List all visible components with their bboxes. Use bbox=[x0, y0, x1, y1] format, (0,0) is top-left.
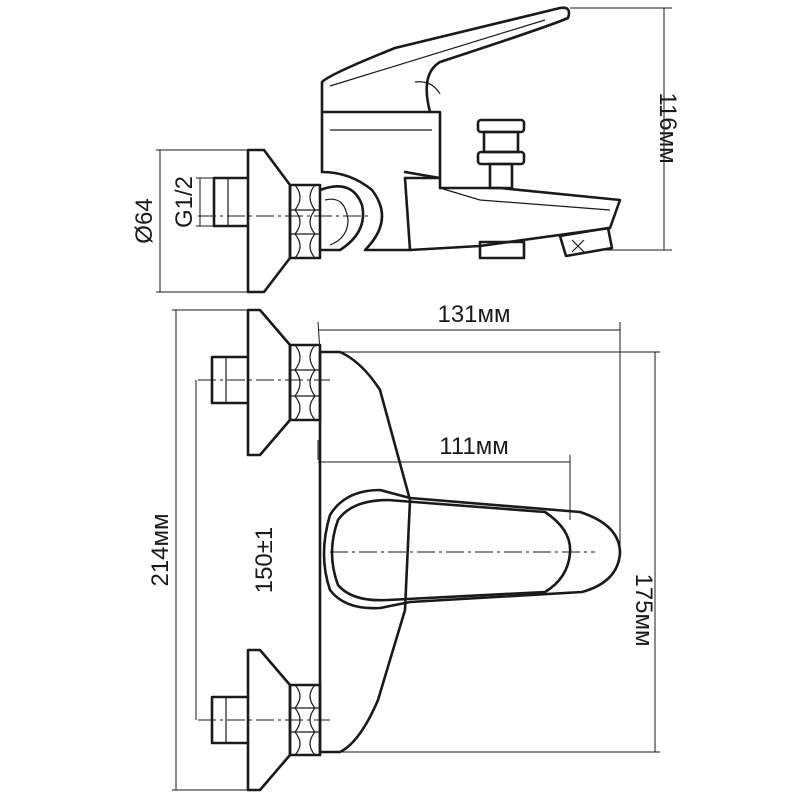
front-view bbox=[172, 308, 660, 792]
side-view bbox=[156, 6, 672, 294]
front-upper-flange bbox=[246, 308, 292, 457]
side-eccentric bbox=[318, 185, 365, 252]
label-diameter: Ø64 bbox=[131, 198, 158, 243]
front-body bbox=[318, 350, 412, 754]
label-width-handle: 111мм bbox=[439, 433, 508, 460]
side-inlet-nipple bbox=[212, 176, 250, 228]
side-wall-flange bbox=[246, 148, 292, 294]
label-height-body: 175мм bbox=[630, 573, 657, 646]
label-height-top: 116мм bbox=[654, 92, 681, 163]
label-thread: G1/2 bbox=[171, 176, 198, 228]
label-height-total: 214мм bbox=[147, 513, 174, 586]
label-center-distance: 150±1 bbox=[251, 527, 278, 594]
front-handle bbox=[322, 488, 622, 610]
front-upper-nut bbox=[288, 343, 322, 422]
side-diverter-knob bbox=[476, 118, 526, 190]
side-diverter-pin bbox=[478, 240, 526, 260]
side-aerator bbox=[558, 226, 614, 258]
label-width-total: 131мм bbox=[437, 301, 510, 328]
side-body bbox=[320, 110, 442, 252]
side-lever bbox=[320, 6, 571, 114]
side-hex-nut bbox=[288, 183, 322, 260]
front-handle-inner bbox=[330, 498, 572, 602]
